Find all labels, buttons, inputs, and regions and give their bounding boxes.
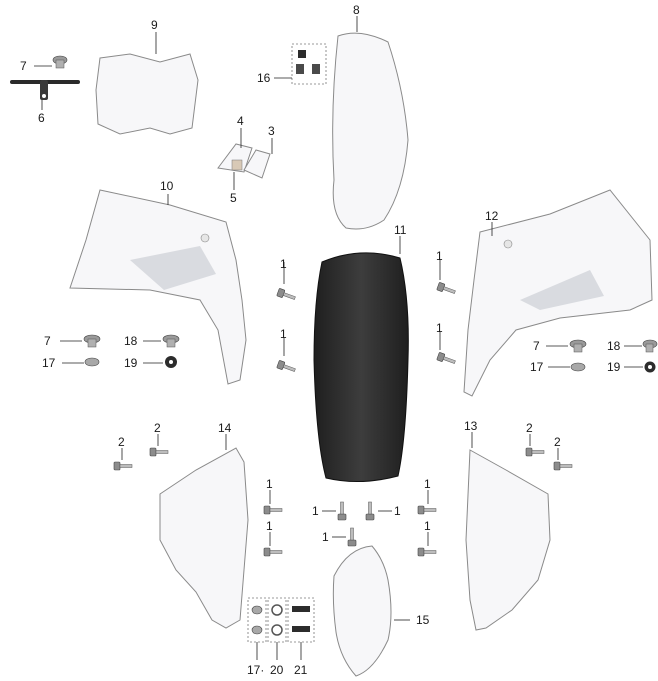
callout-11: 11 [394, 223, 407, 237]
callout-7-top: 7 [20, 59, 27, 73]
callout-17-bottom: 17· [247, 663, 264, 677]
callout-19-left: 19 [124, 356, 138, 370]
bolt-1-k [348, 528, 356, 546]
callout-16: 16 [257, 71, 271, 85]
number-plate [96, 54, 198, 134]
bolt-2-a [114, 462, 132, 470]
bolt-1-j [366, 502, 374, 520]
callout-1-h: 1 [424, 519, 431, 533]
callout-1-g: 1 [424, 477, 431, 491]
callout-1-a: 1 [280, 257, 287, 271]
bolt-1-a [277, 288, 297, 302]
bolt-2-d [554, 462, 572, 470]
callout-1-f: 1 [266, 519, 273, 533]
callout-17-right: 17 [530, 360, 544, 374]
callout-18-right: 18 [607, 339, 621, 353]
screw-18-right [643, 340, 657, 352]
callout-1-e: 1 [266, 477, 273, 491]
callout-6: 6 [38, 111, 45, 125]
rear-fender [333, 546, 391, 676]
screw-7-left [84, 335, 100, 347]
callout-1-c: 1 [436, 249, 443, 263]
callout-8: 8 [353, 3, 360, 17]
callout-21: 21 [294, 663, 308, 677]
screw-7-top [53, 56, 67, 68]
callout-12: 12 [485, 209, 499, 223]
hardware-17-20-21 [252, 605, 310, 635]
left-side-panel [160, 448, 248, 628]
callout-13: 13 [464, 419, 478, 433]
callout-1-b: 1 [280, 327, 287, 341]
callout-2-c: 2 [526, 421, 533, 435]
right-side-panel [466, 450, 550, 630]
bolt-1-b [277, 360, 297, 374]
callout-5: 5 [230, 191, 237, 205]
callout-10: 10 [160, 179, 174, 193]
bolt-1-h [418, 548, 436, 556]
bolt-1-c [437, 282, 457, 296]
clip-parts [218, 144, 270, 178]
bolt-1-e [264, 506, 282, 514]
callout-17-left: 17 [42, 356, 56, 370]
callout-1-j: 1 [394, 504, 401, 518]
callout-18-left: 18 [124, 334, 138, 348]
seat [314, 253, 408, 482]
callout-7-right: 7 [533, 339, 540, 353]
bolt-2-c [526, 448, 544, 456]
callout-3: 3 [268, 124, 275, 138]
callout-14: 14 [218, 421, 232, 435]
grommet-19-left [165, 356, 177, 368]
bolt-2-b [150, 448, 168, 456]
screw-18-left [163, 335, 179, 347]
hardware-box-21 [288, 598, 314, 642]
callout-1-i: 1 [312, 504, 319, 518]
bolts-16 [296, 50, 320, 74]
callout-19-right: 19 [607, 360, 621, 374]
callout-15: 15 [416, 613, 430, 627]
left-radiator-shroud [70, 190, 246, 384]
screw-7-right [570, 340, 586, 352]
hardware-box-17 [248, 598, 266, 642]
bolt-1-d [437, 352, 457, 366]
nut-17-left [85, 358, 99, 366]
callout-4: 4 [237, 114, 244, 128]
bolt-1-g [418, 506, 436, 514]
callout-20: 20 [270, 663, 284, 677]
callout-2-d: 2 [554, 435, 561, 449]
bolt-1-i [338, 502, 346, 520]
nut-17-right [571, 363, 585, 371]
callout-2-a: 2 [118, 435, 125, 449]
callout-1-k: 1 [322, 530, 329, 544]
callout-2-b: 2 [154, 421, 161, 435]
plate-bracket [10, 80, 80, 100]
callout-7-left: 7 [44, 334, 51, 348]
grommet-19-right [645, 362, 656, 373]
bolt-1-f [264, 548, 282, 556]
callout-9: 9 [151, 18, 158, 32]
front-fender [333, 33, 408, 229]
callout-1-d: 1 [436, 321, 443, 335]
